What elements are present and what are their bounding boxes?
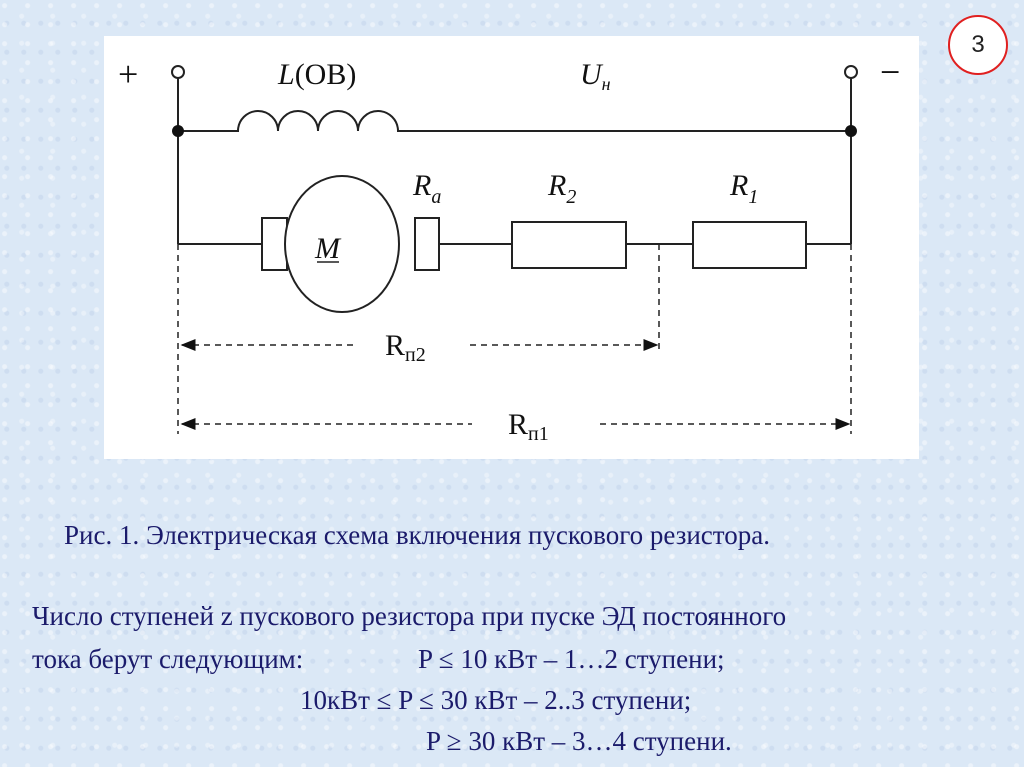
body-line-3: 10кВт ≤ P ≤ 30 кВт – 2..3 ступени; xyxy=(300,685,692,715)
body-line-4: P ≥ 30 кВт – 3…4 ступени. xyxy=(426,726,732,756)
terminal-minus xyxy=(844,65,858,79)
motor-label: M xyxy=(314,232,342,265)
body-line-2a: тока берут следующим: xyxy=(32,644,304,674)
inductor-label: L(OB) xyxy=(277,58,356,91)
slide-number-badge: 3 xyxy=(948,15,1008,75)
field-winding-inductor xyxy=(178,110,851,132)
body-line-2b: P ≤ 10 кВт – 1…2 ступени; xyxy=(418,644,725,674)
r2-label: R2 xyxy=(547,169,576,208)
brush-left xyxy=(261,217,288,271)
minus-sign: − xyxy=(880,52,900,92)
ra-label: Ra xyxy=(412,169,441,208)
junction-dot-right xyxy=(845,125,857,137)
motor-circle xyxy=(284,175,400,313)
rp1-label: Rп1 xyxy=(508,408,549,445)
brush-right xyxy=(414,217,440,271)
voltage-label: Uн xyxy=(580,58,611,94)
r1-label: R1 xyxy=(729,169,758,208)
junction-dot-left xyxy=(172,125,184,137)
terminal-plus xyxy=(171,65,185,79)
body-line-1: Число ступеней z пускового резистора при… xyxy=(32,601,787,631)
figure-caption: Рис. 1. Электрическая схема включения пу… xyxy=(64,520,770,550)
plus-sign: + xyxy=(118,54,138,94)
rp2-label: Rп2 xyxy=(385,329,426,366)
resistor-r2 xyxy=(511,221,627,269)
resistor-r1 xyxy=(692,221,807,269)
